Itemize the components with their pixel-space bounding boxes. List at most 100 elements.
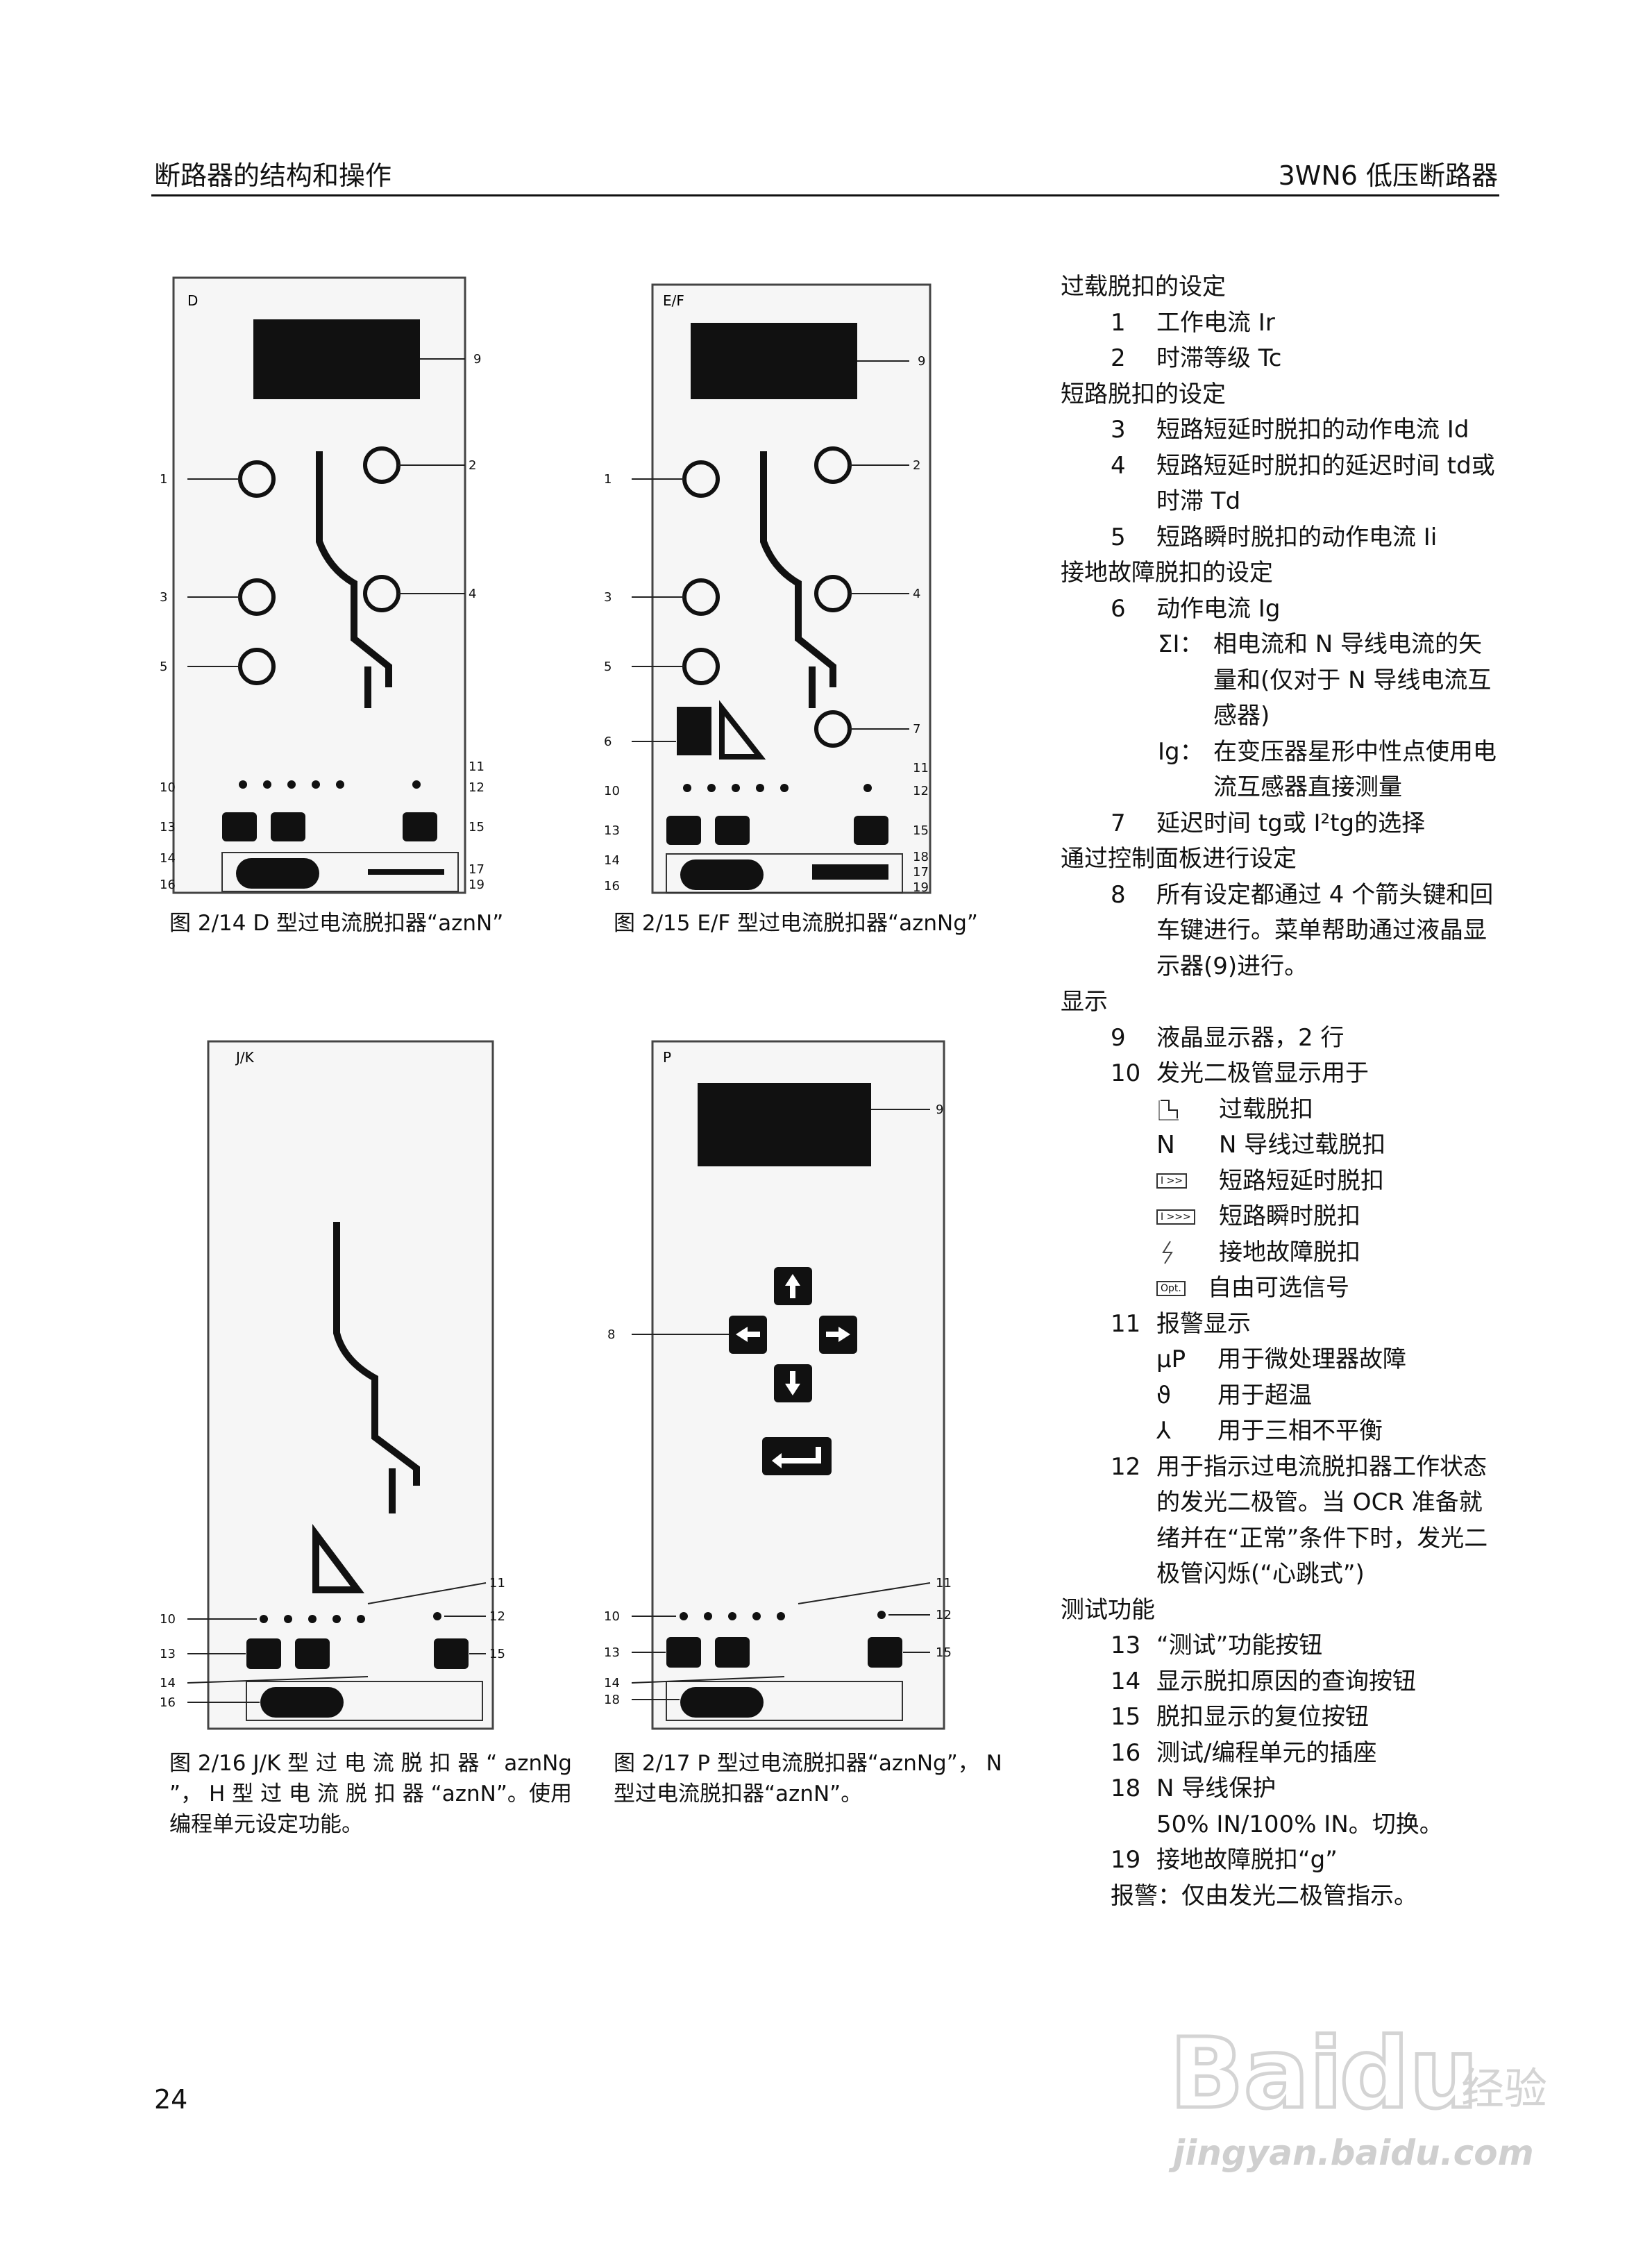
svg-text:13: 13 bbox=[160, 820, 176, 834]
section-overload: 过载脱扣的设定 bbox=[1061, 273, 1226, 301]
svg-text:15: 15 bbox=[469, 820, 484, 834]
neutral-led-icon: N bbox=[1156, 1131, 1175, 1159]
section-earth-fault: 接地故障脱扣的设定 bbox=[1061, 559, 1273, 587]
svg-text:11: 11 bbox=[936, 1576, 952, 1591]
svg-text:10: 10 bbox=[604, 784, 620, 798]
figure-d-caption: 图 2/14 D 型过电流脱扣器“aznN” bbox=[169, 911, 504, 936]
svg-text:3: 3 bbox=[160, 590, 167, 605]
svg-text:16: 16 bbox=[160, 1695, 176, 1710]
svg-text:经验: 经验 bbox=[1461, 2063, 1547, 2114]
svg-text:Bai: Bai bbox=[1170, 2018, 1342, 2131]
earth-fault-led-icon bbox=[1156, 1235, 1219, 1271]
svg-text:12: 12 bbox=[489, 1609, 505, 1624]
section-control-panel: 通过控制面板进行设定 bbox=[1061, 845, 1297, 873]
svg-text:17: 17 bbox=[469, 862, 484, 877]
svg-text:13: 13 bbox=[604, 823, 620, 838]
instantaneous-led-icon: I >>> bbox=[1156, 1209, 1195, 1225]
header-rule bbox=[151, 194, 1499, 196]
svg-text:5: 5 bbox=[160, 660, 167, 674]
legend-item-18-detail: 50% IN/100% IN。切换。 bbox=[1156, 1810, 1443, 1838]
page-number: 24 bbox=[154, 2084, 188, 2115]
short-delay-led-icon: I >> bbox=[1156, 1173, 1188, 1189]
svg-text:16: 16 bbox=[160, 878, 176, 892]
imbalance-alarm-icon: ⅄ bbox=[1156, 1417, 1171, 1445]
legend-sub-sum: ΣI：相电流和 N 导线电流的矢量和(仅对于 N 导线电流互感器) bbox=[1158, 630, 1492, 730]
svg-text:17: 17 bbox=[913, 865, 929, 880]
svg-text:12: 12 bbox=[913, 784, 929, 798]
svg-text:12: 12 bbox=[936, 1608, 952, 1622]
svg-text:11: 11 bbox=[469, 760, 484, 774]
led-item-optional: Opt. 自由可选信号 bbox=[1061, 1270, 1505, 1307]
section-test-functions: 测试功能 bbox=[1061, 1595, 1155, 1624]
overload-led-icon bbox=[1156, 1092, 1219, 1128]
svg-text:11: 11 bbox=[489, 1576, 505, 1591]
led-item-earth-fault: 接地故障脱扣 bbox=[1061, 1235, 1505, 1271]
svg-text:8: 8 bbox=[607, 1327, 615, 1342]
svg-text:2: 2 bbox=[913, 458, 920, 473]
svg-text:14: 14 bbox=[160, 1676, 176, 1691]
temperature-alarm-icon: ϑ bbox=[1156, 1381, 1172, 1409]
figure-jk-caption: 图 2/16 J/K 型 过 电 流 脱 扣 器 “ aznNg ”， H 型 … bbox=[169, 1751, 572, 1837]
svg-text:15: 15 bbox=[936, 1645, 952, 1660]
svg-text:1: 1 bbox=[160, 472, 167, 487]
figure-ef-caption: 图 2/15 E/F 型过电流脱扣器“aznNg” bbox=[614, 911, 978, 936]
watermark-url: jingyan.baidu.com bbox=[1173, 2133, 1534, 2173]
svg-text:5: 5 bbox=[604, 660, 612, 674]
svg-text:4: 4 bbox=[913, 587, 920, 601]
svg-text:14: 14 bbox=[604, 853, 620, 868]
svg-text:15: 15 bbox=[489, 1647, 505, 1661]
svg-text:14: 14 bbox=[604, 1676, 620, 1691]
svg-text:14: 14 bbox=[160, 851, 176, 866]
led-item-overload: 过载脱扣 bbox=[1061, 1092, 1505, 1128]
svg-text:3: 3 bbox=[604, 590, 612, 605]
svg-text:10: 10 bbox=[160, 780, 176, 795]
alarm-phase-imbalance: ⅄用于三相不平衡 bbox=[1061, 1414, 1505, 1450]
svg-text:9: 9 bbox=[936, 1102, 943, 1117]
svg-text:12: 12 bbox=[469, 780, 484, 795]
svg-text:19: 19 bbox=[913, 880, 929, 895]
svg-text:6: 6 bbox=[604, 735, 612, 749]
svg-text:7: 7 bbox=[913, 722, 920, 737]
optional-led-icon: Opt. bbox=[1156, 1280, 1186, 1296]
svg-text:2: 2 bbox=[469, 458, 476, 473]
figure-ef-label: E/F bbox=[663, 292, 684, 309]
running-header-right: 3WN6 低压断路器 bbox=[1278, 160, 1498, 191]
legend-sub-ig: Ig：在变压器星形中性点使用电流互感器直接测量 bbox=[1158, 737, 1497, 802]
svg-text:10: 10 bbox=[160, 1612, 176, 1627]
svg-text:10: 10 bbox=[604, 1609, 620, 1624]
figure-p-caption: 图 2/17 P 型过电流脱扣器“aznNg”， N 型过电流脱扣器“aznN”… bbox=[614, 1751, 1002, 1806]
svg-text:9: 9 bbox=[918, 354, 925, 369]
svg-text:du: du bbox=[1340, 2018, 1478, 2131]
svg-text:1: 1 bbox=[604, 472, 612, 487]
alarm-note: 报警：仅由发光二极管指示。 bbox=[1111, 1881, 1417, 1910]
svg-text:4: 4 bbox=[469, 587, 476, 601]
svg-text:16: 16 bbox=[604, 879, 620, 894]
svg-text:15: 15 bbox=[913, 823, 929, 838]
baidu-watermark-logo: Bai du 经验 bbox=[1170, 2017, 1547, 2133]
figure-p-label: P bbox=[663, 1049, 671, 1066]
section-display: 显示 bbox=[1061, 988, 1108, 1016]
svg-text:9: 9 bbox=[473, 352, 481, 367]
led-item-short-delay: I >> 短路短延时脱扣 bbox=[1061, 1164, 1505, 1200]
figure-jk-label: J/K bbox=[235, 1049, 255, 1066]
